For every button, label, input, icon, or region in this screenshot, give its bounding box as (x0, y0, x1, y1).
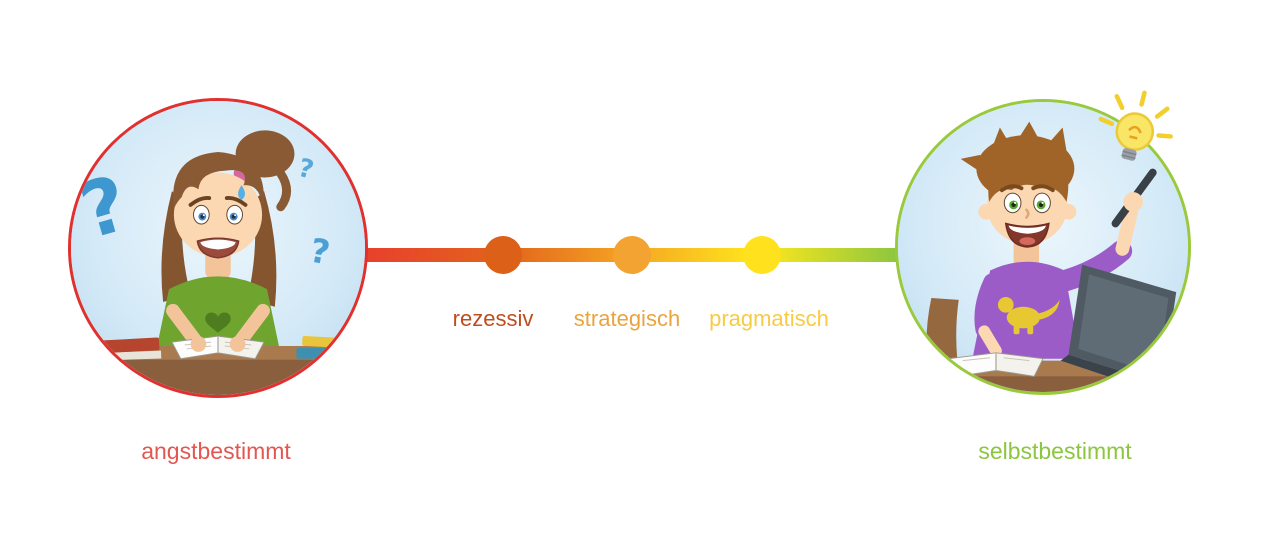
point-label-strategisch: strategisch (573, 306, 681, 331)
svg-text:?: ? (295, 153, 317, 186)
point-label-rezessiv: rezessiv (452, 306, 534, 331)
spectrum-dot-pragmatisch (743, 236, 781, 274)
point-label-pragmatisch: pragmatisch (709, 306, 829, 331)
worried-girl-illustration: ? ? ? (71, 101, 365, 395)
spectrum-dot-rezessiv (484, 236, 522, 274)
spectrum-dot-strategisch (613, 236, 651, 274)
dinosaur-print-icon (997, 296, 1060, 335)
lightbulb-idea-icon (1098, 90, 1173, 161)
left-end-label: angstbestimmt (141, 438, 291, 464)
left-illustration-circle: ? ? ? (68, 98, 368, 398)
right-end-label: selbstbestimmt (978, 438, 1132, 464)
